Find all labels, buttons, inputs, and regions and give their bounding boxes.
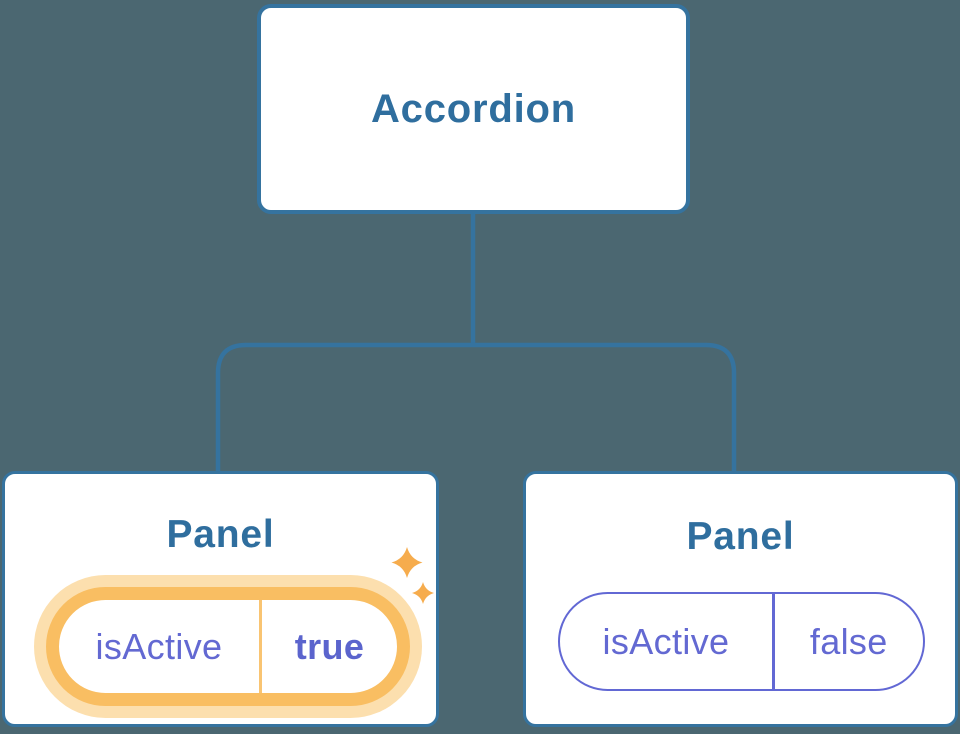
tree-node-accordion: Accordion: [257, 4, 690, 214]
tree-node-panel-active: Panel isActive true: [2, 471, 439, 727]
panel-title: Panel: [686, 515, 795, 558]
prop-name-cell: isActive: [560, 594, 772, 689]
root-node-label: Accordion: [371, 87, 576, 131]
sparkle-icon-large: [391, 547, 423, 578]
prop-name-label: isActive: [602, 620, 730, 662]
pill-divider: [259, 600, 262, 693]
prop-value-label: true: [294, 625, 365, 667]
panel-title: Panel: [166, 513, 275, 556]
prop-name-cell: isActive: [59, 600, 259, 693]
prop-value-cell: false: [775, 594, 924, 689]
pill-divider: [772, 594, 775, 689]
prop-value-cell: true: [262, 600, 397, 693]
prop-name-label: isActive: [95, 625, 223, 667]
connector-branch: [215, 342, 737, 473]
prop-pill-inactive: isActive false: [558, 592, 925, 691]
prop-pill-active: isActive true: [46, 587, 410, 706]
prop-pill-highlight-halo: isActive true: [34, 575, 422, 718]
sparkle-icon-small: [412, 582, 434, 604]
tree-node-panel-inactive: Panel isActive false: [523, 471, 958, 727]
sparkles-decoration: [391, 547, 434, 604]
prop-value-label: false: [809, 620, 888, 662]
